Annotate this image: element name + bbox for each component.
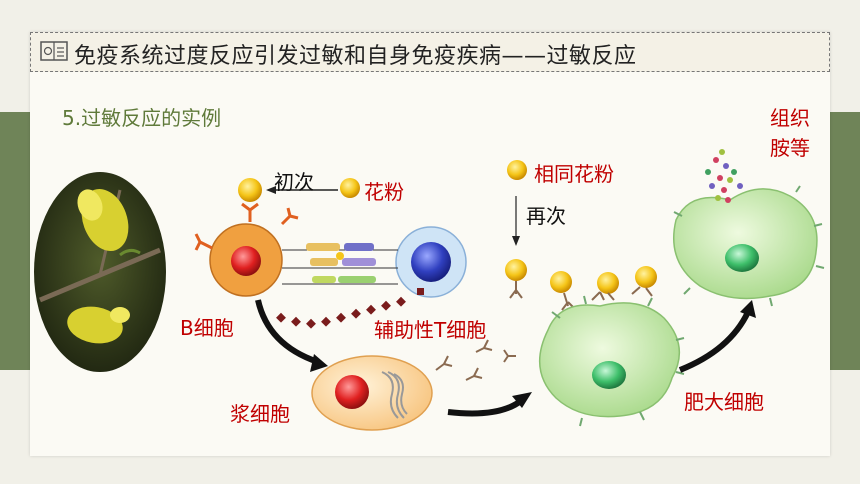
histamine-label-line2: 胺等: [770, 136, 810, 160]
first-time-arrow: [266, 186, 338, 194]
activated-mast-cell: [672, 185, 825, 307]
histamine-label-line1: 组织: [770, 106, 810, 130]
first-time-label: 初次: [274, 170, 314, 194]
helper-t-cell-label: 辅助性T细胞: [374, 318, 487, 342]
activation-arrow: [678, 310, 751, 373]
pollen-icon: [340, 178, 360, 198]
page-title: 免疫系统过度反应引发过敏和自身免疫疾病——过敏反应: [74, 44, 637, 69]
b-cell: [194, 178, 299, 297]
antibodies: [435, 339, 516, 381]
book-icon: [40, 41, 68, 61]
mast-cell-label: 肥大细胞: [684, 390, 764, 414]
same-pollen-icon: [507, 160, 527, 180]
catkin-photo: [34, 172, 166, 372]
same-pollen-label: 相同花粉: [534, 162, 614, 186]
pollen-label: 花粉: [364, 180, 404, 204]
plasma-cell-label: 浆细胞: [230, 402, 290, 426]
plasma-cell: [311, 355, 433, 431]
helper-t-cell: [395, 226, 467, 298]
section-subtitle: 5.过敏反应的实例: [62, 106, 222, 130]
pollen-grain: [238, 178, 262, 202]
cell-signaling: [282, 243, 398, 285]
cytokine-dots: [276, 288, 424, 329]
header-bar: [30, 32, 830, 72]
pollen-binding: [505, 259, 657, 311]
antibody-arrow: [447, 397, 524, 417]
again-label: 再次: [526, 204, 566, 228]
b-cell-label: B细胞: [180, 316, 234, 340]
differentiation-arrow: [255, 299, 319, 365]
mast-cell: [538, 295, 685, 427]
histamine-granules: [705, 149, 743, 203]
